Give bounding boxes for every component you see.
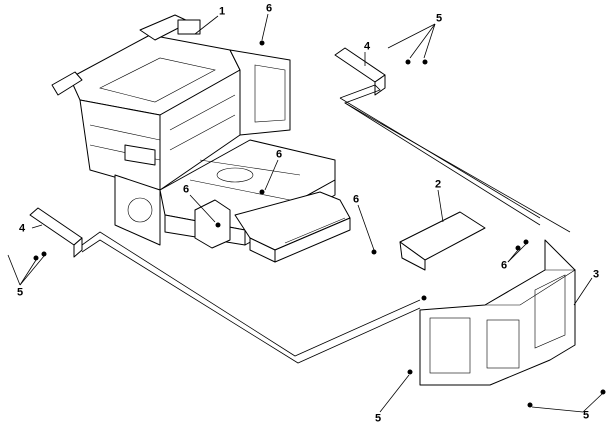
callout-3: 3 [592,268,600,281]
callout-6: 6 [500,259,508,272]
callout-6: 6 [265,2,273,15]
callout-5: 5 [435,12,443,25]
callout-5: 5 [16,286,24,299]
main-frame [51,14,351,263]
reference-lines [81,84,571,364]
callout-6: 6 [352,193,360,206]
bracket-upper [334,47,386,96]
leader-lines [7,13,603,413]
callout-6: 6 [275,148,283,161]
bumper-part-3 [419,239,577,386]
callout-4: 4 [363,40,371,53]
callout-5: 5 [374,412,382,425]
hardware [33,40,606,408]
callout-4: 4 [18,222,26,235]
plate-part-2 [399,211,486,271]
bracket-left [29,207,83,258]
callout-6: 6 [182,183,190,196]
callout-2: 2 [434,178,442,191]
callout-1: 1 [218,5,226,18]
callout-5: 5 [582,409,590,422]
